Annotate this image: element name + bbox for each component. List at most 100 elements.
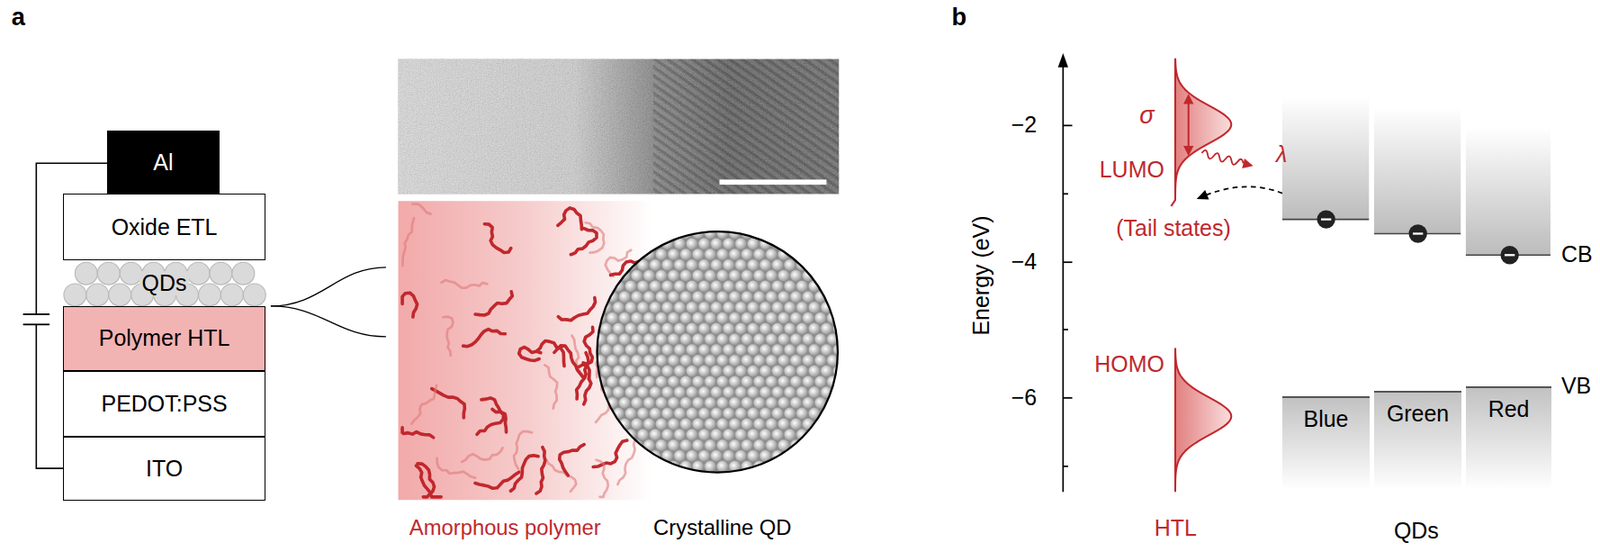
layer-label: Red bbox=[1488, 396, 1530, 422]
polymer-chain bbox=[411, 385, 437, 424]
band-label: VB bbox=[1561, 373, 1592, 398]
valence-band: Blue bbox=[1282, 395, 1369, 490]
zoom-line bbox=[270, 305, 387, 337]
layer-label: Polymer HTL bbox=[98, 325, 231, 351]
zoom-line bbox=[270, 267, 387, 306]
electrons bbox=[1316, 209, 1519, 264]
axis-ticks bbox=[1062, 125, 1072, 466]
tick-label: −2 bbox=[1011, 113, 1037, 138]
symbol-label: σ bbox=[1139, 101, 1154, 129]
level-label: HOMO bbox=[1094, 351, 1165, 377]
transfer-arrowhead bbox=[1195, 189, 1210, 204]
relaxation-wave bbox=[1200, 147, 1255, 171]
quantum-dot-crystal bbox=[597, 231, 838, 472]
tem-noise bbox=[398, 59, 839, 195]
qd-dot bbox=[209, 261, 233, 285]
energy-axis bbox=[1061, 65, 1064, 493]
cb-band bbox=[1374, 107, 1461, 234]
level-label: (Tail states) bbox=[1115, 215, 1232, 241]
panel-letter: b bbox=[952, 3, 968, 31]
polymer-chain bbox=[475, 291, 513, 315]
polymer-chain bbox=[583, 326, 594, 364]
polymer-chain bbox=[442, 316, 453, 356]
sigma-arrow bbox=[1187, 101, 1190, 148]
polymer-chain bbox=[403, 217, 415, 266]
polymer-chain bbox=[536, 447, 546, 494]
polymer-chain bbox=[461, 447, 503, 462]
scale-bar bbox=[719, 179, 827, 185]
device-layer: PEDOT:PSS bbox=[62, 370, 266, 438]
polymer-chain bbox=[402, 427, 434, 438]
qd-dot bbox=[63, 283, 87, 306]
polymer-chain bbox=[463, 329, 506, 347]
qd-dot bbox=[74, 261, 98, 285]
polymer-chain bbox=[593, 440, 628, 467]
panel-letter: a bbox=[11, 3, 26, 31]
cb-band bbox=[1465, 127, 1551, 256]
device-layer: ITO bbox=[62, 436, 266, 500]
layer-label: PEDOT:PSS bbox=[101, 391, 228, 416]
region-label: Amorphous polymer bbox=[409, 515, 602, 540]
material-label: QDs bbox=[1393, 518, 1439, 543]
sigma-arrowhead bbox=[1183, 145, 1194, 156]
polymer-chain bbox=[570, 228, 597, 255]
polymer-chain bbox=[557, 207, 583, 230]
valence-band: Red bbox=[1465, 386, 1551, 491]
electrode-layer: Al bbox=[107, 130, 220, 194]
material-label: HTL bbox=[1154, 516, 1197, 541]
polymer-chain bbox=[559, 444, 585, 476]
lumo-distribution bbox=[1170, 59, 1232, 207]
sigma-arrowhead bbox=[1183, 93, 1194, 104]
tick-label: −6 bbox=[1011, 386, 1037, 411]
qd-dot bbox=[197, 283, 221, 306]
device-layer: Oxide ETL bbox=[62, 193, 266, 261]
band-label: CB bbox=[1561, 242, 1593, 268]
layer-label: ITO bbox=[145, 456, 183, 481]
polymer-chain bbox=[595, 459, 608, 497]
polymer-chain bbox=[441, 279, 488, 288]
symbol-label: λ bbox=[1276, 143, 1287, 168]
qd-dot bbox=[86, 283, 109, 306]
qd-layer: QDs bbox=[62, 260, 266, 306]
cb-band bbox=[1282, 97, 1369, 220]
axis-arrowhead bbox=[1058, 53, 1069, 68]
tick-label: −4 bbox=[1011, 250, 1037, 275]
polymer-chain bbox=[557, 297, 595, 321]
qd-dot bbox=[242, 283, 266, 306]
qd-dot bbox=[108, 283, 132, 306]
polymer-chain bbox=[484, 224, 511, 253]
polymer-chain bbox=[578, 364, 591, 405]
tem-image bbox=[398, 59, 839, 195]
qd-dot bbox=[220, 283, 243, 306]
battery-plate bbox=[23, 313, 50, 315]
battery-plate bbox=[23, 323, 50, 325]
polymer-chain bbox=[481, 397, 507, 432]
polymer-chain bbox=[475, 471, 520, 488]
polymer-chain bbox=[536, 341, 565, 367]
polymer-chain bbox=[476, 408, 504, 434]
layer-label: Al bbox=[152, 150, 173, 175]
qd-dot bbox=[187, 261, 210, 285]
polymer-chain bbox=[437, 458, 476, 478]
region-label: Crystalline QD bbox=[653, 515, 792, 540]
homo-distribution bbox=[1175, 349, 1232, 493]
tem-lattice-fringes bbox=[653, 59, 839, 195]
level-label: LUMO bbox=[1099, 158, 1165, 183]
qd-layer-dots bbox=[63, 261, 266, 306]
layer-label: Blue bbox=[1303, 406, 1349, 432]
polymer-chain bbox=[431, 388, 465, 418]
layer-label: Green bbox=[1386, 401, 1449, 426]
layer-label: QDs bbox=[139, 270, 190, 296]
device-layer: Polymer HTL bbox=[62, 305, 266, 370]
polymer-chain bbox=[554, 345, 584, 378]
polymer-chain bbox=[544, 364, 558, 408]
valence-band: Green bbox=[1374, 390, 1461, 490]
polymer-chain bbox=[402, 292, 418, 317]
polymer-chain bbox=[412, 204, 431, 215]
polymer-chain bbox=[510, 455, 539, 492]
axis-title: Energy (eV) bbox=[969, 215, 994, 336]
qd-dot bbox=[97, 261, 120, 285]
polymer-chain bbox=[415, 465, 441, 497]
layer-label: Oxide ETL bbox=[111, 215, 218, 240]
